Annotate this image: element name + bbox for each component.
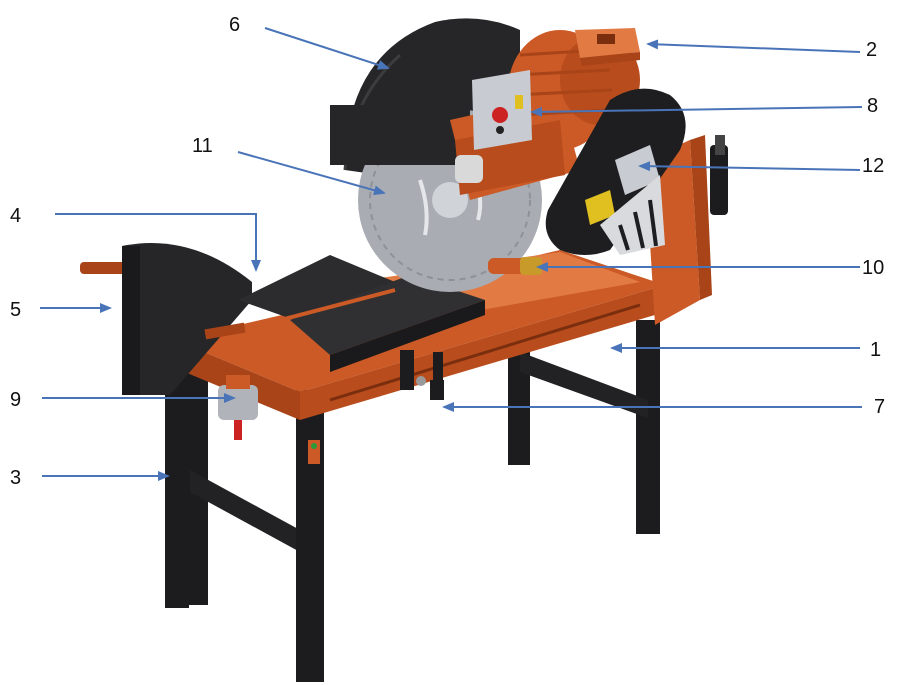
callout-labels: 6 2 8 11 12 4 10 5 1 7 9 3 — [10, 14, 885, 489]
arrow-12 — [638, 161, 861, 172]
control-box — [472, 70, 532, 150]
saw-machine-illustration — [80, 18, 728, 682]
front-leg-right — [296, 390, 324, 682]
water-nozzle — [488, 257, 542, 275]
callout-label-11: 11 — [192, 135, 213, 157]
sliding-table — [204, 255, 485, 394]
callout-arrows — [40, 27, 863, 481]
front-leg-left — [165, 368, 189, 608]
belt-guard — [545, 88, 686, 255]
callout-label-12: 12 — [862, 155, 884, 177]
arrow-4 — [55, 213, 261, 272]
rear-legs — [186, 320, 660, 605]
arrow-6 — [264, 27, 390, 70]
arrow-11 — [237, 151, 386, 196]
callout-label-8: 8 — [867, 95, 878, 117]
table-lock — [416, 376, 444, 400]
callout-label-6: 6 — [229, 14, 240, 36]
height-lever — [710, 135, 728, 215]
arrow-2 — [646, 39, 861, 53]
callout-label-9: 9 — [10, 389, 21, 411]
callout-label-2: 2 — [866, 39, 877, 61]
callout-label-5: 5 — [10, 299, 21, 321]
callout-label-7: 7 — [874, 396, 885, 418]
callout-label-1: 1 — [870, 339, 881, 361]
side-guard — [80, 242, 252, 395]
arrow-8 — [530, 106, 863, 117]
callout-label-4: 4 — [10, 205, 21, 227]
callout-label-3: 3 — [10, 467, 21, 489]
callout-label-10: 10 — [862, 257, 884, 279]
front-legs — [165, 368, 324, 682]
